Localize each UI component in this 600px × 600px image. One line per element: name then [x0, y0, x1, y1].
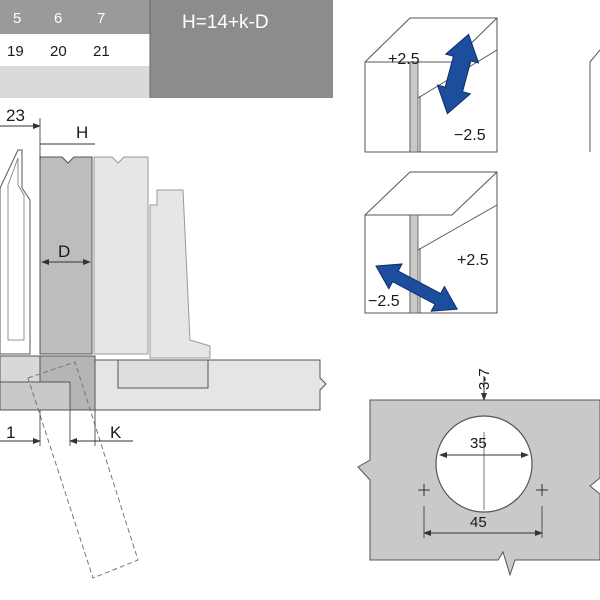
table-header-cell: 7 [97, 10, 105, 27]
k-label: K [110, 423, 122, 442]
formula-cell-bg [150, 0, 333, 98]
screw-hole-left [418, 484, 430, 496]
table-value-cell: 19 [7, 43, 24, 60]
height-adjustment-diagram: +2.5 −2.5 [364, 17, 600, 153]
ghost-hinge-cup [149, 189, 211, 359]
table-row-header-bg [0, 0, 150, 34]
d-label: D [58, 242, 70, 261]
height-plus-label: +2.5 [388, 51, 420, 68]
height-arrow-blue [436, 33, 480, 115]
table-header-cell: 5 [13, 10, 21, 27]
dimension-23-label: 23 [6, 106, 25, 125]
table-row-empty-bg [0, 66, 150, 98]
door-edge-gray-2 [409, 214, 419, 314]
table-row-values-bg [0, 34, 150, 66]
mounting-plate [117, 359, 209, 389]
door-edge-gray [409, 61, 419, 153]
table-value-cell: 20 [50, 43, 67, 60]
open-door-dashed [27, 361, 139, 579]
height-minus-label: −2.5 [454, 127, 486, 144]
hinge-arm-inner [7, 157, 25, 341]
formula-label: H=14+k-D [182, 12, 269, 33]
boring-pattern-diagram: 3-7 35 45 [357, 368, 600, 577]
ghost-door-panel [93, 156, 149, 355]
door-panel [39, 156, 93, 355]
overlay-table: 5 6 7 19 20 21 H=14+k-D [0, 0, 333, 98]
edge-distance-label: 3-7 [476, 368, 493, 390]
depth-adjustment-diagram: +2.5 −2.5 [364, 171, 498, 314]
table-value-cell: 21 [93, 43, 110, 60]
dimension-1-label: 1 [6, 423, 15, 442]
hole-spacing-label: 45 [470, 514, 487, 531]
hinge-section-view: 23 H D 1 K [0, 106, 327, 579]
base-plate-inner [0, 381, 71, 411]
depth-plus-label: +2.5 [457, 252, 489, 269]
h-label: H [76, 123, 88, 142]
screw-hole-right [536, 484, 548, 496]
table-header-cell: 6 [54, 10, 62, 27]
depth-arrow-blue [375, 263, 459, 312]
depth-minus-label: −2.5 [368, 293, 400, 310]
cup-diameter-label: 35 [470, 435, 487, 452]
